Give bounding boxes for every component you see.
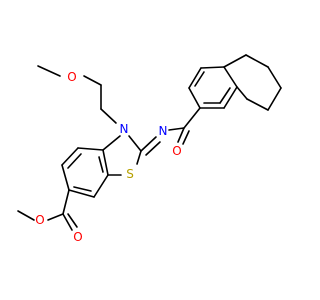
bond [168,127,185,131]
bond [223,86,238,109]
bond [223,54,247,68]
bond [61,147,79,166]
bond [188,87,201,109]
bond [102,149,109,176]
atom-label-group: O N N S O O O [35,70,181,244]
atom-label-ether-oxygen: O [67,70,76,84]
bond [267,66,282,89]
bond [182,130,190,145]
bond [183,107,201,129]
bond [246,98,269,111]
bond [61,164,70,191]
atom-label-imine-nitrogen: N [159,124,168,138]
bond [200,66,225,69]
bond [62,213,73,231]
bond [77,147,104,151]
bond [267,87,282,111]
bond [37,65,61,77]
bond [100,108,117,124]
bond [236,86,248,100]
bond [67,153,82,169]
bond [83,75,102,86]
bond [145,141,161,156]
bond [188,67,202,89]
atom-label-ring-sulfur: S [126,167,134,181]
bond [128,135,142,152]
atom-label-ring-nitrogen: N [120,122,129,136]
bond-group [17,54,282,231]
molecule-structure: O N N S O O O [17,54,282,244]
bond [17,210,35,221]
atom-label-ester-carbonyl-oxygen: O [73,230,82,244]
bond [136,150,142,165]
bond [93,174,109,198]
bond [73,186,92,192]
bond [223,66,238,88]
bond [62,189,70,215]
bond [102,135,121,151]
bond [140,136,157,152]
bond [67,213,78,228]
bond [219,87,231,104]
bond [245,54,269,68]
atom-label-amide-oxygen: O [172,144,181,158]
bond [47,213,64,221]
atom-label-ester-methoxy-oxygen: O [35,213,44,227]
bond [98,156,104,173]
bond [194,71,205,87]
bond [177,127,185,143]
bond [68,189,95,198]
